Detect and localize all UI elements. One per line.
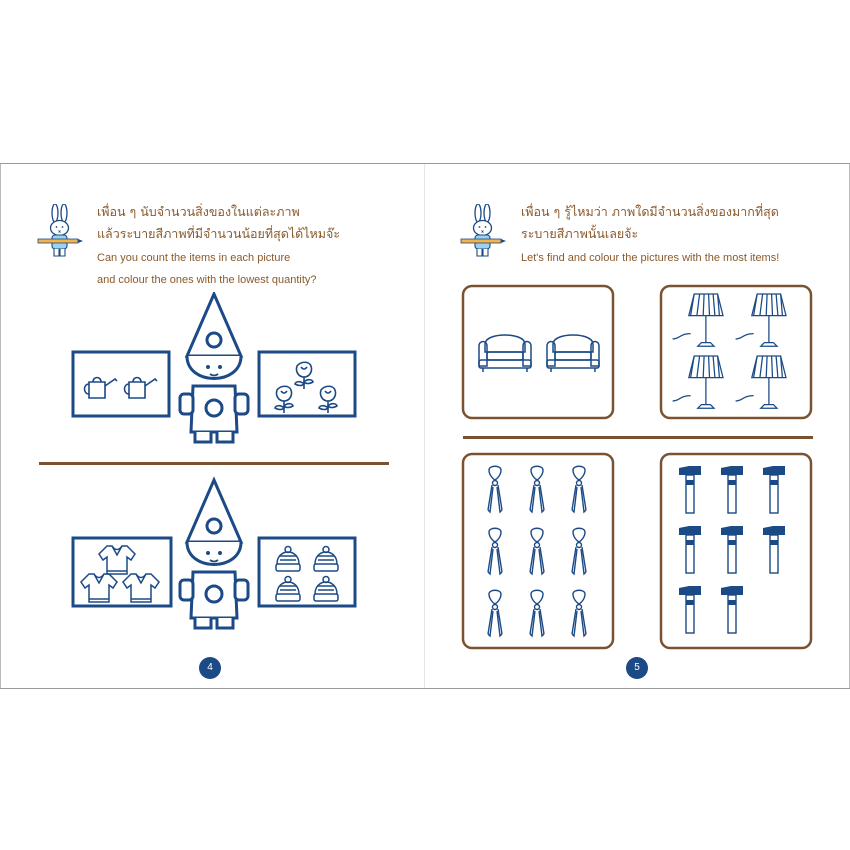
gnome-character-icon <box>178 292 250 444</box>
bottom-row-panels <box>461 452 813 650</box>
left-instruction-english-line-1: Can you count the items in each picture <box>97 252 291 264</box>
watering-can-panel <box>71 350 171 418</box>
right-instruction-thai-line-2: ระบายสีภาพนั้นเลยจ้ะ <box>521 226 639 241</box>
sweater-panel <box>71 536 173 608</box>
armchair-panel <box>461 284 615 420</box>
floor-lamp-panel <box>659 284 813 420</box>
left-divider-line <box>39 462 389 465</box>
right-page: เพื่อน ๆ รู้ไหมว่า ภาพใดมีจำนวนสิ่งของมา… <box>425 164 850 688</box>
right-instruction-english-line-1: Let's find and colour the pictures with … <box>521 252 780 264</box>
exercise-1-illustration <box>71 292 357 444</box>
gnome-character-icon <box>178 478 250 630</box>
beanie-hat-panel <box>257 536 357 608</box>
left-page: เพื่อน ๆ นับจำนวนสิ่งของในแต่ละภาพ แล้วร… <box>0 164 425 688</box>
top-row-panels <box>461 284 813 420</box>
page-number-5: 5 <box>626 657 648 679</box>
left-instruction-thai-line-2: แล้วระบายสีภาพที่มีจำนวนน้อยที่สุดได้ไหม… <box>97 226 341 241</box>
page-number-4: 4 <box>199 657 221 679</box>
exercise-2-illustration <box>71 478 357 630</box>
bunny-with-pencil-icon <box>37 204 83 257</box>
book-spread: เพื่อน ๆ นับจำนวนสิ่งของในแต่ละภาพ แล้วร… <box>0 163 850 689</box>
book-gutter <box>424 164 425 688</box>
right-divider-line <box>463 436 813 439</box>
pliers-panel <box>461 452 615 650</box>
rose-panel <box>257 350 357 418</box>
hammer-panel <box>659 452 813 650</box>
right-instruction-thai-line-1: เพื่อน ๆ รู้ไหมว่า ภาพใดมีจำนวนสิ่งของมา… <box>521 204 779 219</box>
bunny-with-pencil-icon <box>460 204 506 257</box>
left-instruction-thai-line-1: เพื่อน ๆ นับจำนวนสิ่งของในแต่ละภาพ <box>97 204 300 219</box>
left-instruction-english-line-2: and colour the ones with the lowest quan… <box>97 274 317 286</box>
